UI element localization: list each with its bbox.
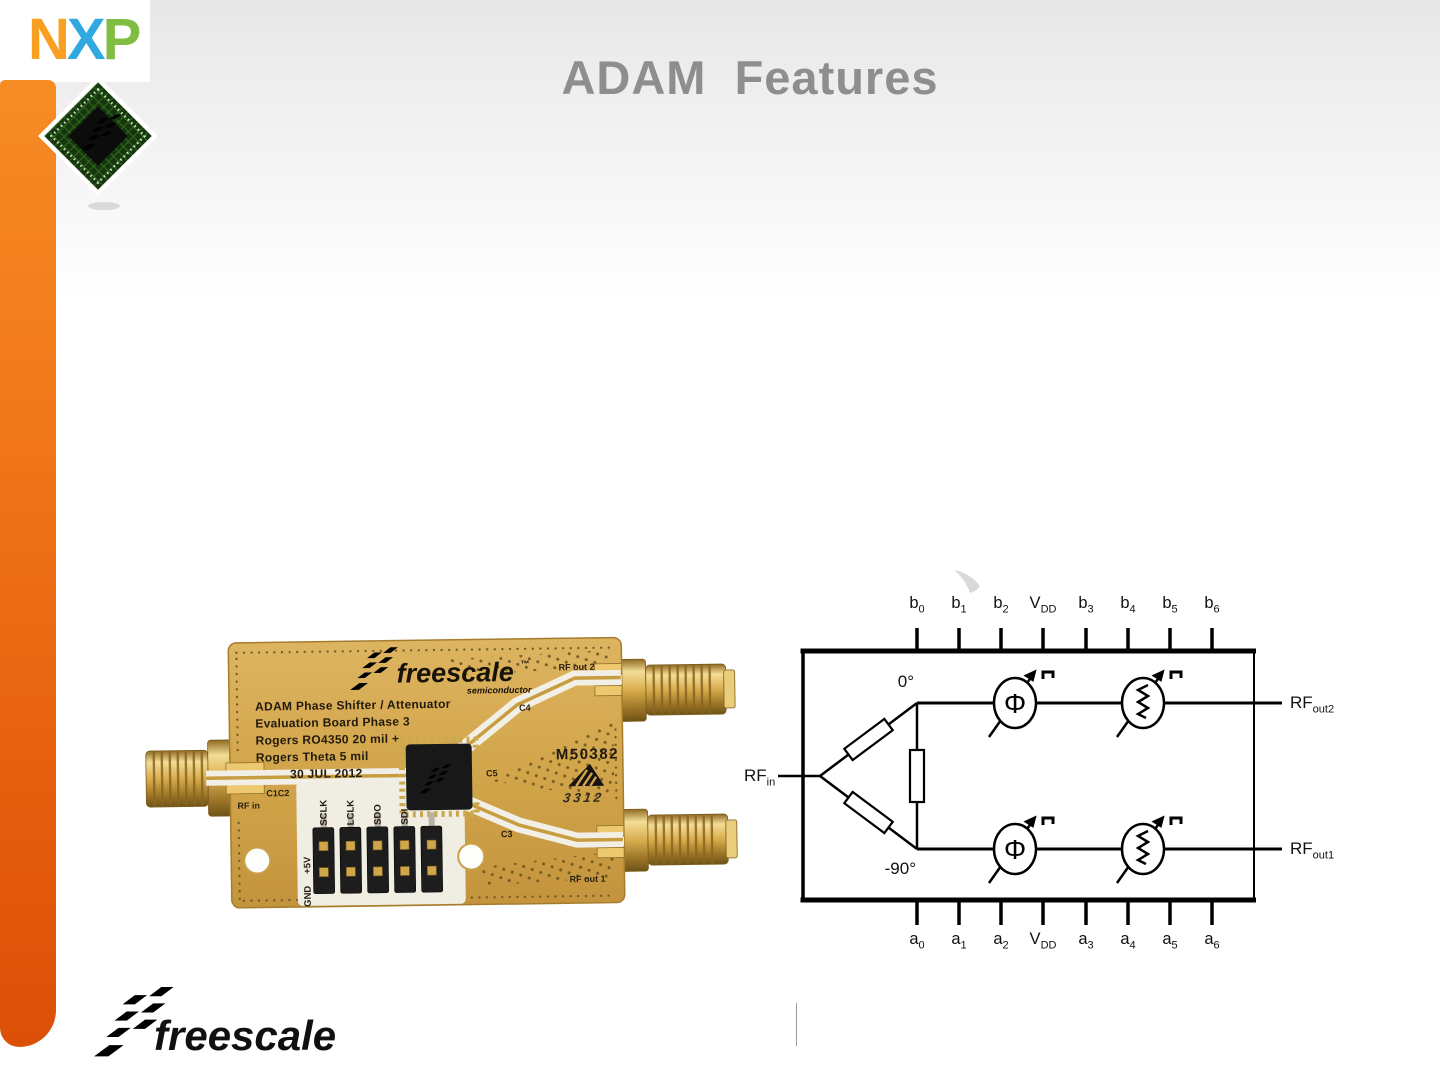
pcb-brand-text: freescale <box>396 657 514 689</box>
page-title: ADAM Features <box>561 51 939 104</box>
phase-label-0deg: 0° <box>898 672 914 691</box>
footer-brand-text: freescale <box>154 1012 336 1059</box>
pcb-label-rf-out2: RF out 2 <box>559 662 595 673</box>
top-pin-label-1: b1 <box>951 594 967 616</box>
pcb-label-c5: C5 <box>486 768 498 778</box>
pcb-silkscreen-line: Rogers RO4350 20 mil + <box>255 732 399 748</box>
top-pin-label-7: b6 <box>1204 594 1220 616</box>
pcb-date-code: 3312 <box>562 790 605 805</box>
decorative-swoosh <box>954 570 980 593</box>
footer-divider-line <box>796 1003 797 1046</box>
phase-label-neg90deg: -90° <box>885 859 916 878</box>
pcb-photo: freescale ™ semiconductor ADAM Phase Shi… <box>145 636 738 909</box>
bottom-pin-label-2: a2 <box>993 930 1009 952</box>
nxp-logo-text: NXP <box>28 6 142 73</box>
chip-pin-ring <box>49 87 147 185</box>
pcb-drill-hole-right <box>457 842 486 871</box>
pcb-stamp-logo <box>568 763 605 787</box>
pcb-brand-subtext: semiconductor <box>467 685 532 696</box>
nxp-letter-x: X <box>66 7 106 72</box>
pcb-silkscreen-line: ADAM Phase Shifter / Attenuator <box>255 697 451 714</box>
diagram-enclosure-box <box>800 648 1256 903</box>
diagram-pin-ticks <box>915 628 1214 925</box>
pcb-pin-label-sdi: SDI <box>400 809 411 825</box>
top-pin-label-2: b2 <box>993 594 1009 616</box>
sma-connector-rf-out1 <box>621 808 738 872</box>
top-pin-label-5: b4 <box>1120 594 1136 616</box>
bottom-pin-label-1: a1 <box>951 930 967 952</box>
rf-out1-label: RFout1 <box>1290 839 1335 862</box>
phase-shifter-top: Φ <box>987 668 1055 739</box>
top-pin-label-6: b5 <box>1162 594 1178 616</box>
pcb-label-rf-in: RF in <box>237 801 260 811</box>
block-diagram-canvas: Φ Φ 0° -90° <box>778 570 1282 925</box>
bottom-pin-label-0: a0 <box>909 930 925 952</box>
sidebar-accent-bar <box>0 80 56 1047</box>
sma-connector-rf-in <box>145 739 235 817</box>
pcb-drill-hole-left <box>243 846 272 875</box>
chip-shadow <box>88 202 120 210</box>
bottom-pin-label-5: a4 <box>1120 930 1136 952</box>
nxp-letter-n: N <box>28 7 70 72</box>
pcb-silkscreen-line: Rogers Theta 5 mil <box>256 749 369 765</box>
sma-connector-rf-out2 <box>619 658 736 722</box>
phi-symbol: Φ <box>1004 834 1026 865</box>
top-pin-label-3: VDD <box>1029 594 1057 616</box>
phi-symbol: Φ <box>1004 688 1026 719</box>
pcb-pin-label-5v: +5V <box>302 856 313 874</box>
pcb-pin-headers <box>312 812 443 895</box>
pcb-label-rf-out1: RF out 1 <box>569 874 605 885</box>
diagram-splitter <box>778 702 926 850</box>
bottom-pin-label-3: VDD <box>1029 930 1057 952</box>
pcb-pin-label-gnd: GND <box>303 886 314 907</box>
pcb-silkscreen-line: 30 JUL 2012 <box>290 766 363 781</box>
pcb-via-dots <box>235 646 618 902</box>
bottom-pin-label-7: a6 <box>1204 930 1220 952</box>
pcb-brand-tm: ™ <box>520 659 529 669</box>
bottom-pin-label-6: a5 <box>1162 930 1178 952</box>
pcb-label-c4: C4 <box>519 703 531 713</box>
top-pin-label-0: b0 <box>909 594 925 616</box>
bottom-pin-label-4: a3 <box>1078 930 1094 952</box>
background-gradient <box>0 0 1440 300</box>
pcb-silkscreen-line: Evaluation Board Phase 3 <box>255 714 410 730</box>
phase-shifter-bottom: Φ <box>987 814 1055 885</box>
pcb-label-c1c2: C1C2 <box>266 788 289 798</box>
pcb-label-c3: C3 <box>501 829 513 839</box>
rf-out2-label: RFout2 <box>1290 693 1335 716</box>
footer-freescale-logo: freescale <box>94 987 336 1059</box>
nxp-letter-p: P <box>102 7 142 72</box>
rf-in-label: RFin <box>744 766 776 789</box>
pcb-part-number: M50382 <box>556 745 619 763</box>
pcb-pin-label-sclk: SCLK <box>318 800 329 826</box>
pcb-ic-chip <box>398 736 480 818</box>
pcb-pin-label-lclk: LCLK <box>345 800 356 826</box>
nxp-logo: NXP <box>0 0 150 82</box>
pcb-pin-label-sdo: SDO <box>372 804 383 825</box>
top-pin-label-4: b3 <box>1078 594 1094 616</box>
chip-diamond-image <box>38 76 158 210</box>
pcb-rf-traces <box>205 669 624 848</box>
